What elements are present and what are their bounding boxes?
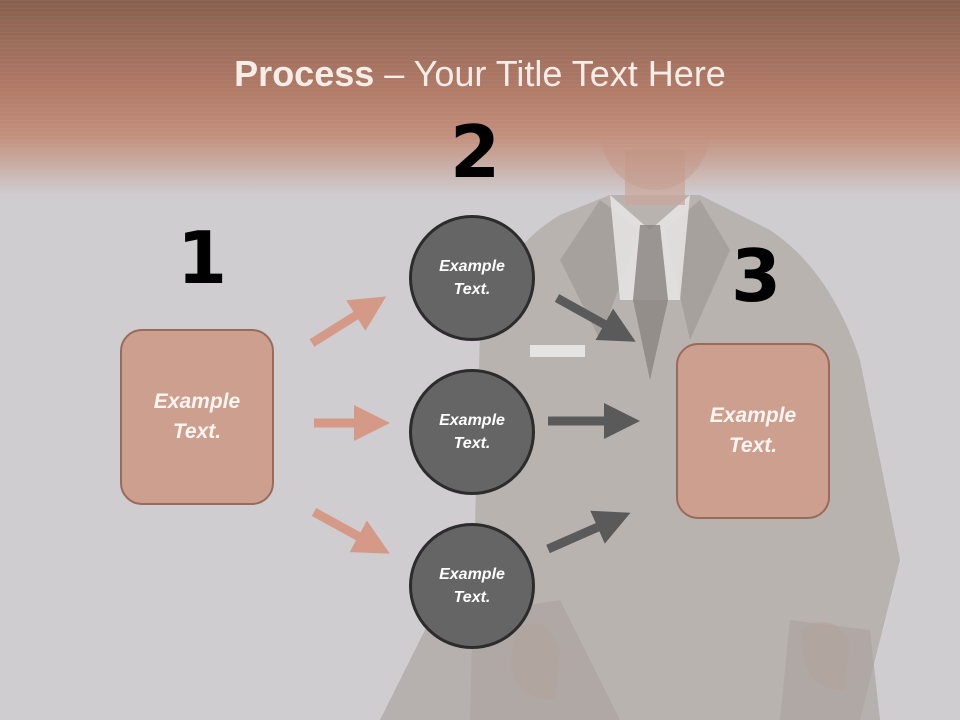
- arrow-to-step3-bottom: [546, 510, 631, 554]
- step-number-3: 3: [731, 234, 782, 318]
- step2-circle-bottom-text: Example Text.: [439, 566, 505, 606]
- step-number-1: 1: [177, 216, 228, 300]
- step1-box-text: Example Text.: [153, 390, 241, 443]
- step3-box-text: Example Text.: [709, 404, 797, 457]
- step2-circle-top-text: Example Text.: [439, 258, 505, 298]
- arrow-to-step2-top: [309, 296, 387, 347]
- step-number-2: 2: [450, 110, 501, 194]
- arrow-to-step3-top: [554, 294, 636, 342]
- step2-circle-middle-text: Example Text.: [439, 412, 505, 452]
- header-band: [0, 0, 960, 195]
- step2-circle-top[interactable]: Example Text.: [409, 215, 535, 341]
- title-bold: Process: [234, 53, 375, 94]
- step1-box[interactable]: Example Text.: [120, 329, 274, 505]
- step3-box[interactable]: Example Text.: [676, 343, 830, 519]
- title-rest: – Your Title Text Here: [374, 53, 726, 94]
- header-texture: [0, 0, 960, 150]
- slide-title: Process – Your Title Text Here: [0, 52, 960, 96]
- step2-circle-middle[interactable]: Example Text.: [409, 369, 535, 495]
- step2-circle-bottom[interactable]: Example Text.: [409, 523, 535, 649]
- arrow-to-step2-bottom: [311, 508, 390, 554]
